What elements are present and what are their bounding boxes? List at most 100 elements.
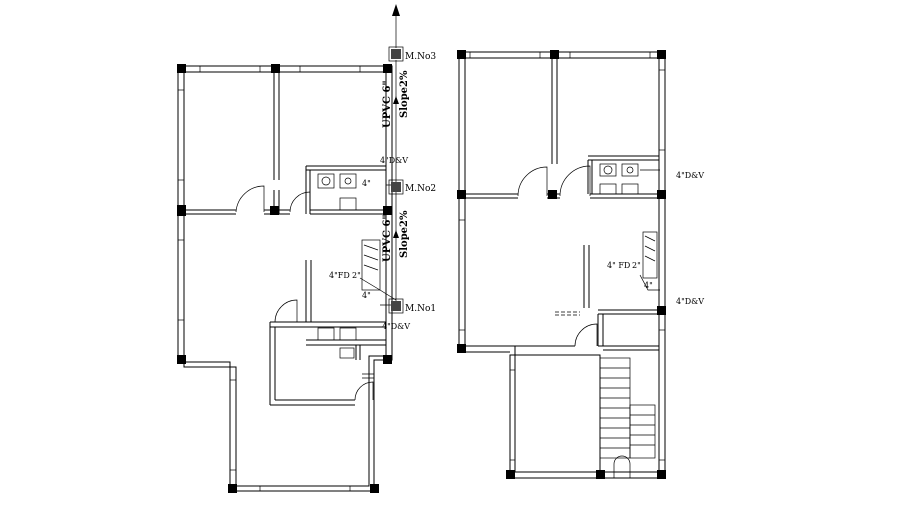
window bbox=[199, 65, 261, 73]
window bbox=[658, 329, 666, 461]
wash-basin bbox=[599, 183, 617, 195]
slope-label-lower: Slope2% bbox=[399, 210, 410, 258]
wash-basin bbox=[621, 163, 639, 177]
door-swing bbox=[559, 165, 591, 197]
manhole-label-2: M.No2 bbox=[405, 184, 436, 194]
left-floor-plan bbox=[177, 4, 404, 493]
manhole-label-3: M.No3 bbox=[405, 52, 436, 62]
staircase-steps bbox=[600, 367, 630, 449]
column bbox=[370, 484, 379, 493]
wc-bowl bbox=[603, 165, 613, 175]
pipe-label-lower: UPVC 6" bbox=[382, 214, 393, 262]
door-swing bbox=[354, 381, 374, 401]
window bbox=[469, 51, 541, 59]
column bbox=[177, 355, 186, 364]
sink-hatch bbox=[363, 244, 379, 271]
right-plan-toilet-block bbox=[587, 155, 659, 194]
window bbox=[259, 485, 351, 492]
column bbox=[550, 50, 559, 59]
wash-basin bbox=[339, 173, 357, 189]
column bbox=[383, 355, 392, 364]
column bbox=[271, 64, 280, 73]
column bbox=[270, 206, 279, 215]
dv-label-left-top: 4"D&V bbox=[380, 156, 408, 165]
right-plan-partition-upper bbox=[465, 193, 659, 199]
door-swing bbox=[574, 323, 598, 347]
window bbox=[658, 69, 666, 151]
staircase-steps bbox=[630, 414, 655, 446]
right-plan-lower-partition bbox=[510, 309, 659, 351]
manhole-icon bbox=[388, 298, 404, 314]
column bbox=[596, 470, 605, 479]
left-plan-toilet-block bbox=[305, 165, 386, 214]
manhole-fill bbox=[391, 182, 401, 192]
dv-label-left-bottom: 4"D&V bbox=[382, 322, 410, 331]
column bbox=[548, 190, 557, 199]
wash-basin bbox=[621, 183, 639, 195]
slope-label-upper: Slope2% bbox=[399, 70, 410, 118]
fd-label-left: 4"FD bbox=[329, 271, 350, 280]
staircase-landing bbox=[629, 404, 656, 459]
pipe-size-label-left: 4" bbox=[362, 291, 371, 300]
column bbox=[657, 470, 666, 479]
column bbox=[457, 50, 466, 59]
wash-basin bbox=[339, 347, 355, 359]
pipe-size-label-left-top: 4" bbox=[362, 179, 371, 188]
door-swing bbox=[517, 166, 548, 197]
fd-size-label-left: 2" bbox=[352, 271, 361, 280]
wash-basin bbox=[339, 327, 357, 341]
drain-pipe bbox=[639, 169, 660, 291]
right-plan-inner-wall bbox=[583, 245, 590, 308]
fd-label-right: 4" FD bbox=[607, 261, 630, 270]
column bbox=[506, 470, 515, 479]
door-swing bbox=[274, 299, 298, 323]
basin-drain bbox=[626, 166, 634, 174]
pipe-label-upper: UPVC 6" bbox=[382, 80, 393, 128]
column bbox=[383, 206, 392, 215]
column bbox=[657, 306, 666, 315]
window bbox=[229, 379, 237, 471]
wc-bowl bbox=[321, 176, 331, 186]
window bbox=[177, 89, 185, 181]
dashed-opening bbox=[555, 311, 580, 316]
flow-arrow-icon bbox=[393, 230, 399, 238]
left-plan-partition-upper bbox=[184, 209, 386, 215]
wash-basin bbox=[339, 197, 357, 211]
column bbox=[177, 64, 186, 73]
door-opening bbox=[362, 373, 374, 379]
kitchen-sink bbox=[361, 239, 381, 291]
door-swing bbox=[235, 185, 265, 213]
manhole-label-1: M.No1 bbox=[405, 304, 436, 314]
column bbox=[457, 190, 466, 199]
window bbox=[458, 219, 466, 331]
window bbox=[299, 65, 361, 73]
left-plan-partition-vertical bbox=[273, 72, 280, 214]
basin-drain bbox=[344, 177, 352, 185]
door-swing bbox=[613, 455, 631, 478]
column bbox=[657, 190, 666, 199]
manhole-icon bbox=[388, 179, 404, 195]
manhole-icon bbox=[388, 46, 404, 62]
manhole-fill bbox=[391, 49, 401, 59]
sink-hatch bbox=[644, 235, 656, 262]
kitchen-sink bbox=[642, 231, 658, 279]
manhole-fill bbox=[391, 301, 401, 311]
door-swing bbox=[289, 191, 311, 213]
right-plan-partition-vertical bbox=[551, 58, 558, 164]
wc-fixture bbox=[317, 327, 335, 341]
window bbox=[177, 239, 185, 321]
column bbox=[457, 344, 466, 353]
left-plan-lower-partition bbox=[269, 321, 386, 406]
flow-arrow-icon bbox=[393, 96, 399, 104]
north-arrow-icon bbox=[392, 4, 400, 16]
wc-fixture bbox=[317, 173, 335, 189]
dv-label-right-bottom: 4"D&V bbox=[676, 297, 704, 306]
column bbox=[383, 64, 392, 73]
pipe-size-label-right: 4" bbox=[644, 281, 653, 290]
window bbox=[569, 51, 651, 59]
column bbox=[228, 484, 237, 493]
dv-label-right-top: 4"D&V bbox=[676, 171, 704, 180]
column bbox=[657, 50, 666, 59]
